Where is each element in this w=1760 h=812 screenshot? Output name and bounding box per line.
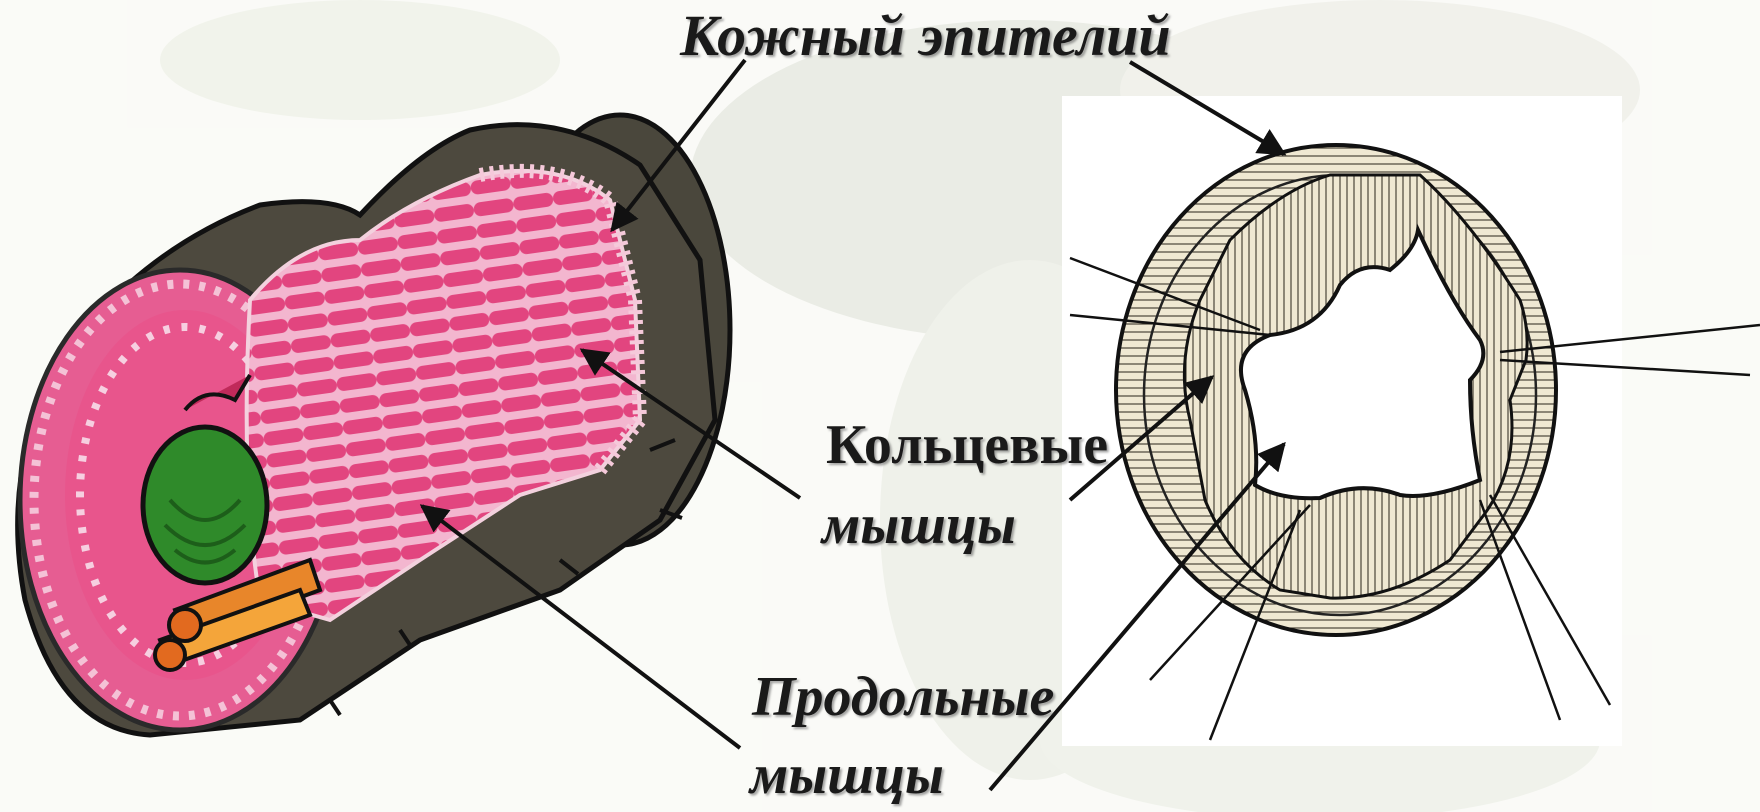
nerve-end-1	[169, 609, 201, 641]
gut	[143, 427, 267, 583]
label-circular-muscles-line1: Кольцевые	[826, 416, 1108, 475]
label-longitudinal-muscles-line1: Продольные	[752, 668, 1054, 727]
nerve-end-2	[155, 640, 185, 670]
label-longitudinal-muscles-line2: мышцы	[750, 746, 944, 805]
label-circular-muscles-line2: мышцы	[822, 496, 1016, 555]
label-skin-epithelium: Кожный эпителий	[680, 6, 1171, 67]
